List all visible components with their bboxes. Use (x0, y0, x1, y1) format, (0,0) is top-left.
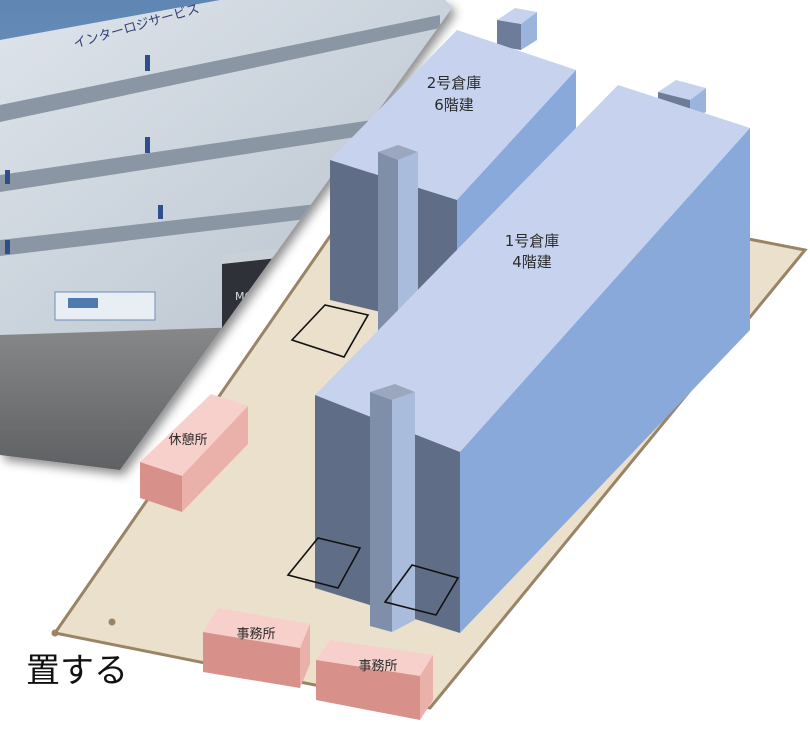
warehouse-1-floors: 4階建 (512, 253, 552, 271)
office-1-label: 事務所 (236, 627, 275, 642)
ground-dot (51, 629, 59, 637)
warehouse-1-name: 1号倉庫 (505, 232, 560, 250)
office-2-label: 事務所 (358, 659, 397, 674)
office-1-block: 事務所 (203, 608, 310, 688)
office-2-block: 事務所 (316, 640, 433, 720)
rest-area-label: 休憩所 (168, 432, 207, 448)
warehouse-2-floors: 6階建 (434, 96, 474, 114)
warehouse-1-elevator-column (370, 384, 415, 632)
rest-area-block: 休憩所 (140, 394, 248, 512)
loading-ramp (290, 304, 370, 358)
door-sign-text: MOL (235, 290, 260, 303)
loading-ramps (286, 304, 460, 616)
warehouse-2-name: 2号倉庫 (427, 74, 482, 92)
caption-fragment: 置する (26, 651, 128, 691)
loading-ramp (286, 537, 362, 589)
loading-ramp (383, 564, 460, 616)
ground-dot (108, 618, 116, 626)
